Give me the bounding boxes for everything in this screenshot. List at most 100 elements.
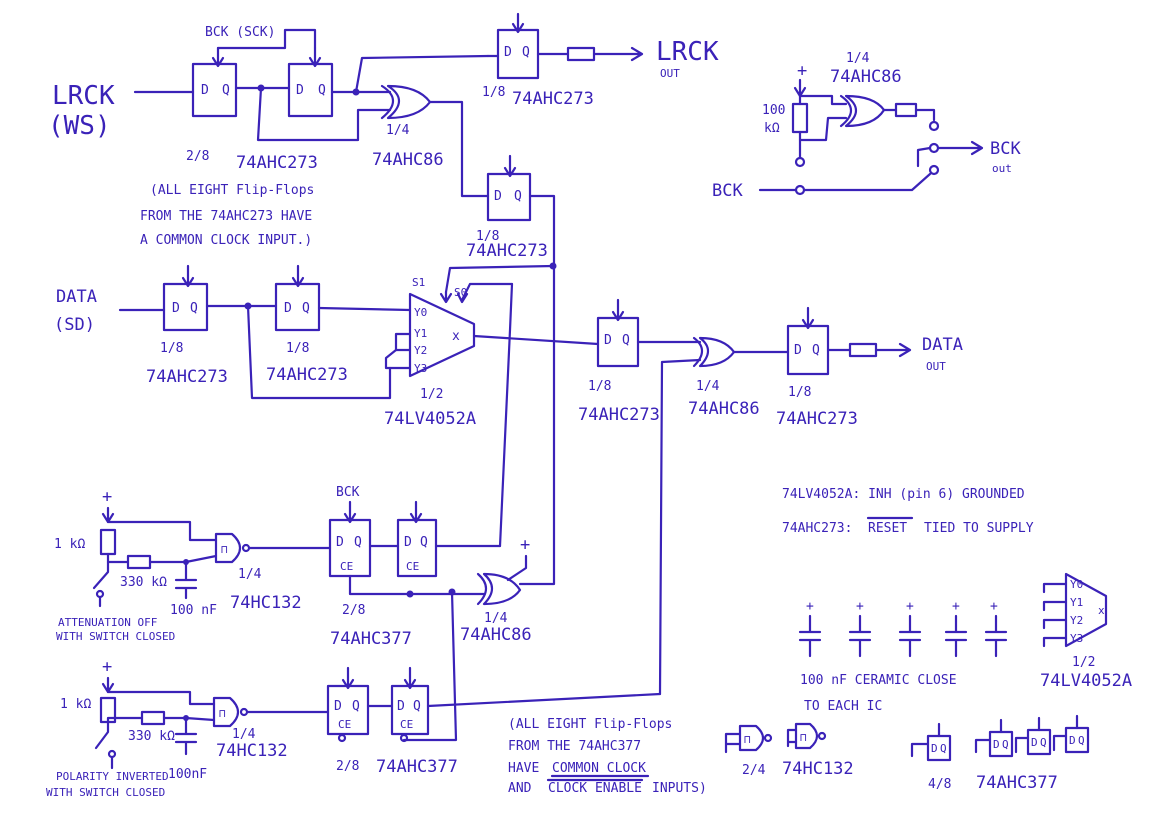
mux-body (408, 292, 476, 378)
polarity-section: + 1 kΩ 330 kΩ 100nF POLARITY INVERTED WI… (46, 657, 662, 799)
pol-nand-glyph: ⊓ (219, 707, 226, 720)
att-nand-gate (214, 532, 242, 564)
data-section: DATA (SD) D Q 1/8 74AHC273 D Q 1/8 74AHC… (54, 264, 963, 696)
lrck-ff2 (287, 62, 334, 118)
pol-ff1-d: D (334, 699, 342, 714)
pol-1k-label: 1 kΩ (60, 697, 91, 712)
lrck-input-label: LRCK (52, 81, 115, 111)
lrck-section: LRCK (WS) BCK (SCK) D Q D Q 1/4 74AHC86 … (48, 12, 719, 586)
lrck-out-ff-frac: 1/8 (482, 85, 505, 100)
pol-ff2-ce-bubble (399, 733, 409, 743)
lrck-out-sub: OUT (660, 67, 680, 80)
decap-1 (798, 614, 822, 658)
att-supply-arrow (101, 506, 115, 524)
mux-y1-y2-wire (394, 332, 412, 352)
spare-nand-2-bubble (817, 731, 827, 741)
mux-s1: S1 (412, 276, 425, 289)
pol-switch (94, 720, 110, 750)
ws-input-label: (WS) (48, 111, 111, 141)
spare-mux-body (1064, 572, 1108, 648)
bck-out-label: BCK (990, 139, 1021, 159)
data-ff2-d: D (284, 301, 292, 316)
note-inh: 74LV4052A: INH (pin 6) GROUNDED (782, 487, 1025, 502)
att-xor-plus: + (520, 535, 530, 555)
bck-out-sub: out (992, 162, 1012, 175)
bck-xor-part: 74AHC86 (830, 67, 902, 87)
mux-frac: 1/2 (420, 387, 443, 402)
spare-ff-2-q: Q (1002, 738, 1009, 751)
data-ff4-q: Q (812, 343, 820, 358)
lrck-clock-wire (216, 28, 317, 50)
attenuation-section: + 1 kΩ 330 kΩ 100 nF ATTENUATION OFF WIT… (54, 485, 532, 742)
mux-y-bridge (384, 348, 398, 370)
notes-section: (ALL EIGHT Flip-Flops FROM THE 74AHC377 … (508, 487, 1132, 796)
att-note-2: WITH SWITCH CLOSED (56, 630, 175, 643)
spare-mux-x: x (1098, 604, 1105, 617)
data-out-label: DATA (922, 335, 963, 355)
spare-nand-2 (794, 722, 819, 750)
mux-y1: Y1 (414, 327, 427, 340)
mid-ff-clk (503, 154, 517, 178)
lrck-out-ff-part: 74AHC273 (512, 89, 594, 109)
lrck-ff1-q: Q (222, 83, 230, 98)
decap-note-1: 100 nF CERAMIC CLOSE (800, 673, 957, 688)
att-nand-bubble (241, 543, 251, 553)
bck-in-wire (758, 172, 932, 192)
bck-sel-contact-com (928, 142, 940, 154)
att-bck-label: BCK (336, 485, 360, 500)
note-273-2: FROM THE 74AHC273 HAVE (140, 209, 312, 224)
lrck-xor-gate-curve (380, 84, 395, 120)
spare-gate-frac: 2/4 (742, 763, 766, 778)
att-gate-in2-wire (148, 554, 218, 564)
att-ff-frac: 2/8 (342, 603, 365, 618)
lrck-xor-in2-wire (256, 86, 392, 142)
lrck-ff1-d: D (201, 83, 209, 98)
mid-ff-out-wire (518, 194, 556, 586)
bck-out-resistor (894, 102, 918, 118)
bck-xor-in2-wire (798, 116, 848, 142)
decap-note-2: TO EACH IC (804, 699, 882, 714)
att-ff1-clk (343, 500, 357, 524)
pol-ff2-clk (403, 666, 417, 690)
mux-part: 74LV4052A (384, 409, 476, 429)
data-ff1-clk (181, 264, 195, 288)
att-note-1: ATTENUATION OFF (58, 616, 157, 629)
data-ff4-frac: 1/8 (788, 385, 811, 400)
bck-sel-contact-a (928, 120, 940, 132)
mid-ff-part: 74AHC273 (466, 241, 548, 261)
bck-input-label: BCK (712, 181, 743, 201)
att-cap-label: 100 nF (170, 603, 217, 618)
att-xor-frac: 1/4 (484, 611, 508, 626)
decap-plus-4: + (952, 599, 960, 614)
sd-input-label: (SD) (54, 315, 95, 335)
data-ff3-frac: 1/8 (588, 379, 611, 394)
lrck-ff2-clk (308, 46, 322, 68)
pol-note-1: POLARITY INVERTED (56, 770, 169, 783)
bck-pullup-arrow (793, 78, 807, 98)
spare-nand-1-grounds (724, 732, 742, 754)
spare-mux-grounds (1042, 582, 1068, 648)
mid-ff-frac: 1/8 (476, 229, 499, 244)
att-xor-supply (506, 554, 528, 582)
bck-switch-contact-1 (794, 156, 806, 168)
bck-res-value: 100 (762, 103, 785, 118)
mid-ff-q: Q (514, 189, 522, 204)
note-reset-c: TIED TO SUPPLY (924, 521, 1034, 536)
mid-ff-d: D (494, 189, 502, 204)
att-ff1-q: Q (354, 535, 362, 550)
data-out-sub: OUT (926, 360, 946, 373)
data-ff2-frac: 1/8 (286, 341, 309, 356)
pol-ff-frac: 2/8 (336, 759, 359, 774)
bck-plus: + (797, 61, 807, 81)
att-330k-resistor (126, 554, 152, 570)
spare-mux-y1: Y1 (1070, 596, 1083, 609)
pol-gate-frac: 1/4 (232, 727, 256, 742)
spare-ff-3-d: D (1031, 736, 1038, 749)
pol-gate-in1-wire (106, 690, 216, 706)
bck-pullup-resistor (791, 102, 809, 134)
data-y3-wire (246, 304, 412, 400)
decap-2 (848, 614, 872, 658)
pol-res-wire (106, 716, 144, 724)
spare-nand-1 (738, 724, 765, 752)
data-ff2-q: Q (302, 301, 310, 316)
